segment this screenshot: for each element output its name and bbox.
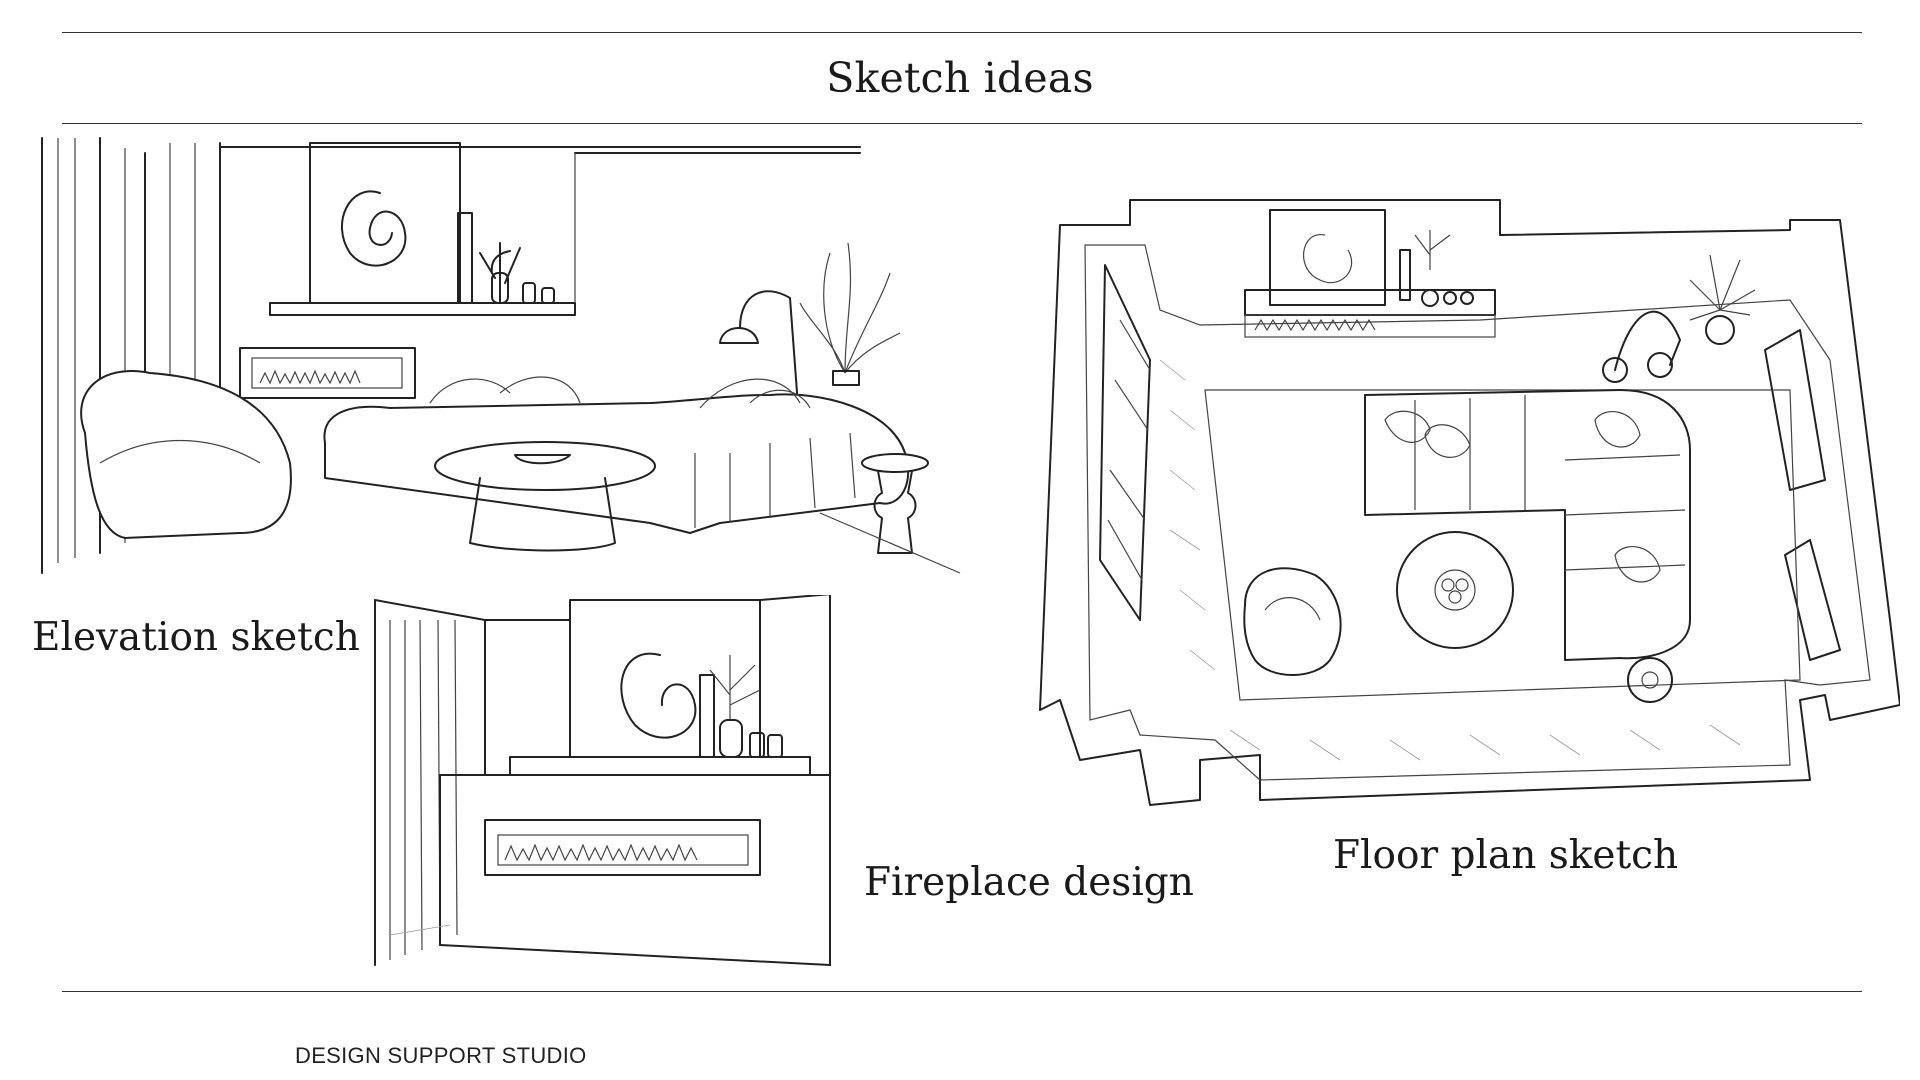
footer-brand: DESIGN SUPPORT STUDIO xyxy=(295,1043,587,1068)
fireplace-design-image xyxy=(370,595,940,975)
elevation-sketch-caption: Elevation sketch xyxy=(32,615,360,660)
page-title: Sketch ideas xyxy=(826,54,1094,102)
top-divider xyxy=(62,32,1862,33)
header-divider xyxy=(62,123,1862,124)
floor-plan-sketch-image xyxy=(1030,180,1900,810)
footer-divider xyxy=(62,991,1862,992)
elevation-sketch-image xyxy=(30,133,980,578)
fireplace-design-caption: Fireplace design xyxy=(864,860,1194,905)
floor-plan-sketch-caption: Floor plan sketch xyxy=(1333,833,1679,878)
